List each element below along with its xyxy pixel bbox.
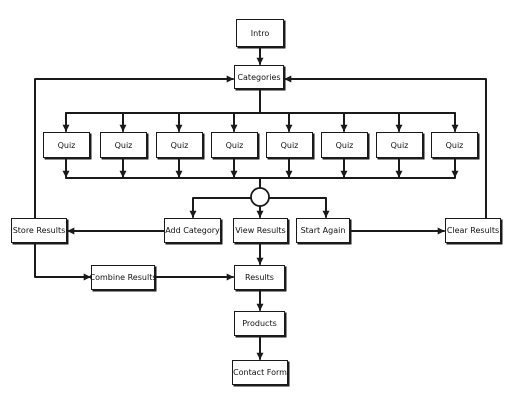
contact-form-node: Contact Form (232, 360, 288, 385)
start-again-node: Start Again (296, 218, 350, 243)
edge-clear-categories (284, 75, 487, 219)
combine-results-node: Combine Results (90, 265, 157, 290)
decision-circle (250, 187, 270, 207)
intro-node: Intro (236, 19, 284, 47)
results-node: Results (234, 265, 285, 290)
quiz-node: Quiz (376, 132, 423, 158)
edge-decision-add-category (189, 197, 253, 218)
quiz-node: Quiz (211, 132, 258, 158)
view-results-node: View Results (233, 218, 288, 243)
quiz-node: Quiz (266, 132, 313, 158)
products-node: Products (234, 311, 285, 336)
edge-store-categories (34, 75, 234, 219)
quiz-node: Quiz (100, 132, 147, 158)
categories-node: Categories (234, 65, 284, 89)
quiz-node: Quiz (43, 132, 90, 158)
quiz-node: Quiz (156, 132, 203, 158)
add-category-node: Add Category (164, 218, 221, 243)
store-results-node: Store Results (11, 218, 67, 243)
edge-decision-start-again (267, 197, 330, 218)
quiz-node: Quiz (321, 132, 368, 158)
edge-store-combine (34, 242, 91, 281)
quiz-node: Quiz (431, 132, 478, 158)
clear-results-node: Clear Results (445, 218, 501, 243)
